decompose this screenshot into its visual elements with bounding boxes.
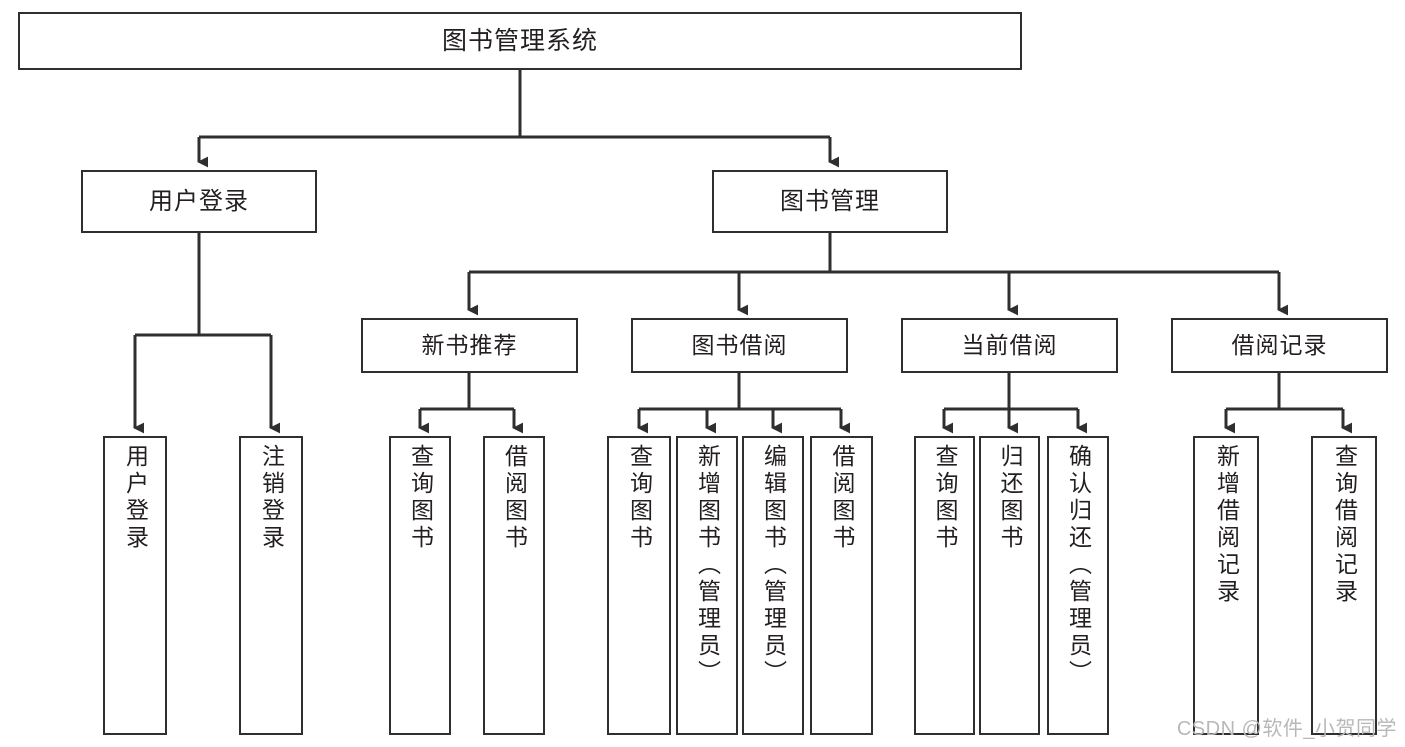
node-label: 当前借阅 [961, 332, 1058, 358]
node-leaf-query-book-newbook[interactable]: 查询图书 [389, 436, 451, 735]
node-label: 查询图书 [407, 444, 434, 552]
node-leaf-query-book-borrow[interactable]: 查询图书 [607, 436, 671, 735]
node-root-book-management-system[interactable]: 图书管理系统 [18, 12, 1022, 70]
node-label: 注销登录 [258, 444, 285, 552]
node-label: 新增图书（管理员） [694, 444, 721, 687]
node-leaf-add-book-admin[interactable]: 新增图书（管理员） [676, 436, 738, 735]
node-label: 图书管理 [780, 187, 880, 215]
node-leaf-edit-book-admin[interactable]: 编辑图书（管理员） [742, 436, 804, 735]
csdn-watermark: CSDN @软件_小贺同学 [1176, 718, 1397, 740]
node-leaf-query-borrow-record[interactable]: 查询借阅记录 [1311, 436, 1377, 735]
node-borrow-record[interactable]: 借阅记录 [1171, 318, 1388, 373]
node-label: 用户登录 [122, 444, 149, 552]
node-user-login[interactable]: 用户登录 [81, 170, 317, 233]
node-leaf-user-login[interactable]: 用户登录 [103, 436, 167, 735]
node-leaf-add-borrow-record[interactable]: 新增借阅记录 [1193, 436, 1259, 735]
node-label: 查询图书 [932, 444, 958, 552]
node-leaf-return-book[interactable]: 归还图书 [979, 436, 1040, 735]
node-label: 查询借阅记录 [1331, 444, 1358, 606]
node-label: 新书推荐 [421, 332, 518, 358]
node-leaf-borrow-book-newbook[interactable]: 借阅图书 [483, 436, 545, 735]
node-label: 用户登录 [149, 187, 249, 215]
node-label: 借阅记录 [1231, 332, 1328, 358]
node-current-borrow[interactable]: 当前借阅 [901, 318, 1118, 373]
node-new-book-recommendation[interactable]: 新书推荐 [361, 318, 578, 373]
node-label: 查询图书 [626, 444, 653, 552]
node-label: 图书管理系统 [441, 26, 598, 55]
node-leaf-logout[interactable]: 注销登录 [239, 436, 303, 735]
node-label: 新增借阅记录 [1213, 444, 1240, 606]
node-label: 借阅图书 [829, 444, 855, 552]
node-leaf-query-book-current[interactable]: 查询图书 [914, 436, 975, 735]
node-leaf-confirm-return-admin[interactable]: 确认归还（管理员） [1047, 436, 1109, 735]
node-label: 编辑图书（管理员） [760, 444, 787, 687]
node-book-management[interactable]: 图书管理 [712, 170, 948, 233]
node-label: 图书借阅 [691, 332, 788, 358]
node-label: 借阅图书 [501, 444, 528, 552]
node-book-borrow[interactable]: 图书借阅 [631, 318, 848, 373]
node-leaf-borrow-book[interactable]: 借阅图书 [810, 436, 873, 735]
node-label: 归还图书 [997, 444, 1023, 552]
node-label: 确认归还（管理员） [1065, 444, 1092, 687]
